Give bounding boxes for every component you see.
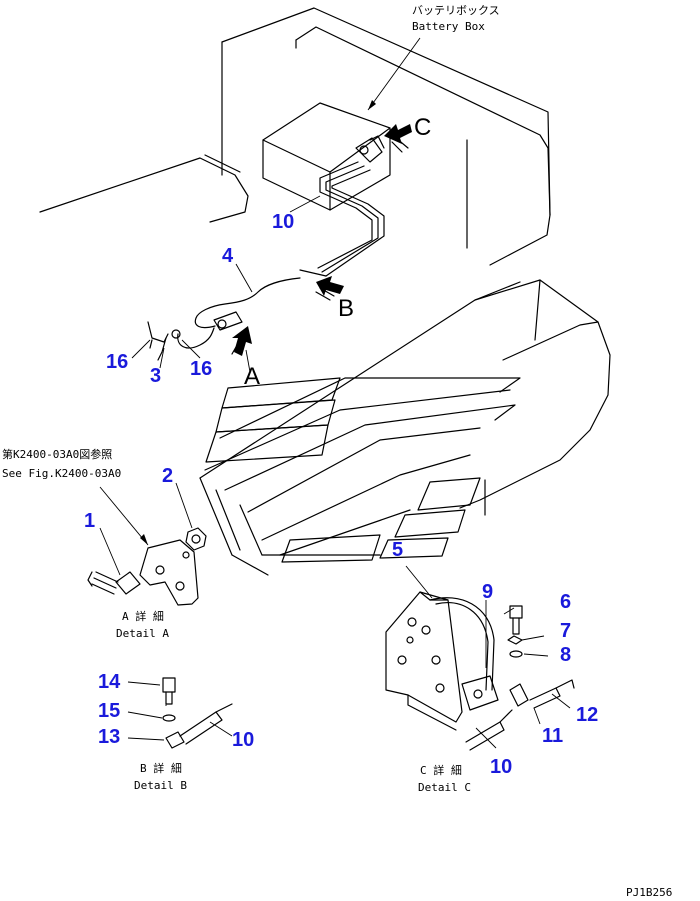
view-arrow-c xyxy=(384,124,412,153)
see-fig-label-en: See Fig.K2400-03A0 xyxy=(2,467,121,480)
callout-10-main: 10 xyxy=(272,211,294,233)
battery-box-label-jp: バッテリボックス xyxy=(412,4,500,17)
callout-13: 13 xyxy=(98,726,120,748)
battery-box-label-en: Battery Box xyxy=(412,20,485,33)
battery-box xyxy=(262,102,391,211)
sensor-plug xyxy=(213,311,243,331)
callout-12: 12 xyxy=(576,704,598,726)
callout-15: 15 xyxy=(98,700,120,722)
track-frame xyxy=(199,279,611,576)
detail-c-label-en: Detail C xyxy=(418,781,471,794)
detail-a-label-en: Detail A xyxy=(116,627,169,640)
detail-b-label-jp: B 詳 細 xyxy=(140,761,182,775)
callout-9: 9 xyxy=(482,581,493,603)
callout-16-left: 16 xyxy=(106,351,128,373)
view-label-b: B xyxy=(338,295,354,322)
view-arrow-b xyxy=(315,276,344,301)
detail-b-label-en: Detail B xyxy=(134,779,187,792)
callout-7: 7 xyxy=(560,620,571,642)
detail-a-label-jp: A 詳 細 xyxy=(122,609,164,623)
drawing-code: PJ1B256 xyxy=(626,886,672,899)
callout-8: 8 xyxy=(560,644,571,666)
cable-4 xyxy=(194,277,301,329)
callout-1: 1 xyxy=(84,510,95,532)
view-arrow-a xyxy=(231,326,252,356)
callout-16-right: 16 xyxy=(190,358,212,380)
machine-body xyxy=(39,7,551,266)
see-fig-label-jp: 第K2400-03A0図参照 xyxy=(2,447,112,461)
callout-14: 14 xyxy=(98,671,121,693)
callout-6: 6 xyxy=(560,591,571,613)
callout-2: 2 xyxy=(162,465,173,487)
callout-3: 3 xyxy=(150,365,161,387)
callout-5: 5 xyxy=(392,539,403,561)
battery-switch xyxy=(355,135,385,163)
callout-11: 11 xyxy=(542,725,563,747)
detail-a-drawing xyxy=(87,527,207,606)
view-label-a: A xyxy=(244,363,260,390)
cable-10-bundle xyxy=(299,161,385,277)
battery-box-leader xyxy=(367,37,421,111)
detail-c-drawing xyxy=(385,591,575,751)
callout-10-detail-c: 10 xyxy=(490,756,512,778)
washer-16 xyxy=(171,329,181,339)
detail-b-drawing xyxy=(162,677,233,749)
detail-c-label-jp: C 詳 細 xyxy=(420,763,462,777)
view-label-c: C xyxy=(414,114,431,141)
callout-4: 4 xyxy=(222,245,234,267)
callout-10-detail-b: 10 xyxy=(232,729,254,751)
